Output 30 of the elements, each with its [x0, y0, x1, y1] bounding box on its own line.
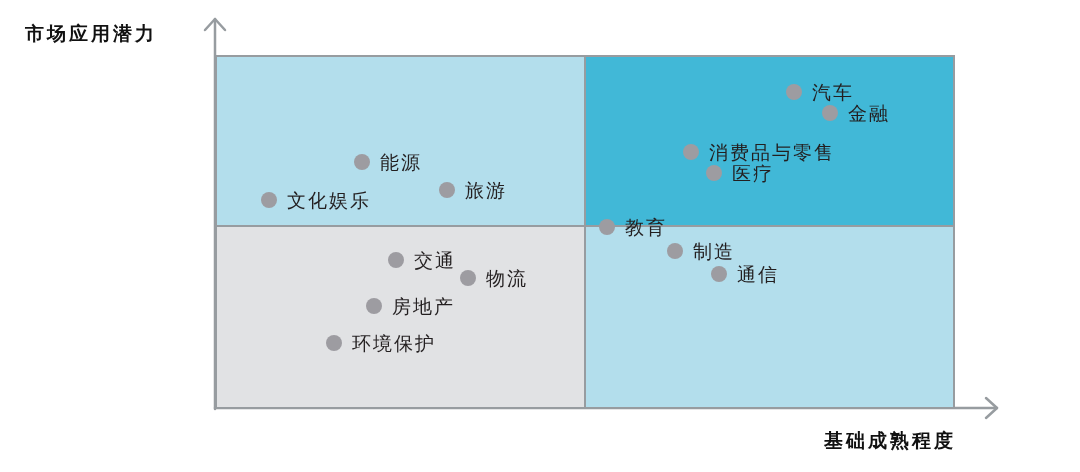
point-label: 环境保护 — [352, 331, 436, 355]
dot-icon — [706, 165, 722, 181]
axis-title: 市场应用潜力 — [25, 21, 157, 46]
dot-icon — [326, 335, 342, 351]
dot-icon — [711, 266, 727, 282]
point-label: 物流 — [486, 266, 528, 290]
point-label: 制造 — [693, 239, 735, 263]
dot-icon — [439, 182, 455, 198]
dot-icon — [786, 84, 802, 100]
quadrant-panel — [215, 55, 586, 227]
point-label: 汽车 — [812, 80, 854, 104]
dot-icon — [683, 144, 699, 160]
dot-icon — [388, 252, 404, 268]
dot-icon — [667, 243, 683, 259]
point-label: 文化娱乐 — [287, 188, 371, 212]
dot-icon — [366, 298, 382, 314]
point-label: 房地产 — [392, 294, 455, 318]
dot-icon — [460, 270, 476, 286]
point-label: 通信 — [737, 262, 779, 286]
axis-title: 基础成熟程度 — [824, 428, 956, 453]
point-label: 旅游 — [465, 178, 507, 202]
dot-icon — [261, 192, 277, 208]
point-label: 医疗 — [732, 162, 774, 185]
point-label: 交通 — [414, 248, 456, 272]
quadrant-panel — [215, 225, 586, 409]
dot-icon — [354, 154, 370, 170]
point-label: 金融 — [848, 102, 890, 125]
point-label: 能源 — [380, 150, 422, 174]
dot-icon — [822, 105, 838, 121]
point-label: 消费品与零售 — [709, 140, 835, 164]
